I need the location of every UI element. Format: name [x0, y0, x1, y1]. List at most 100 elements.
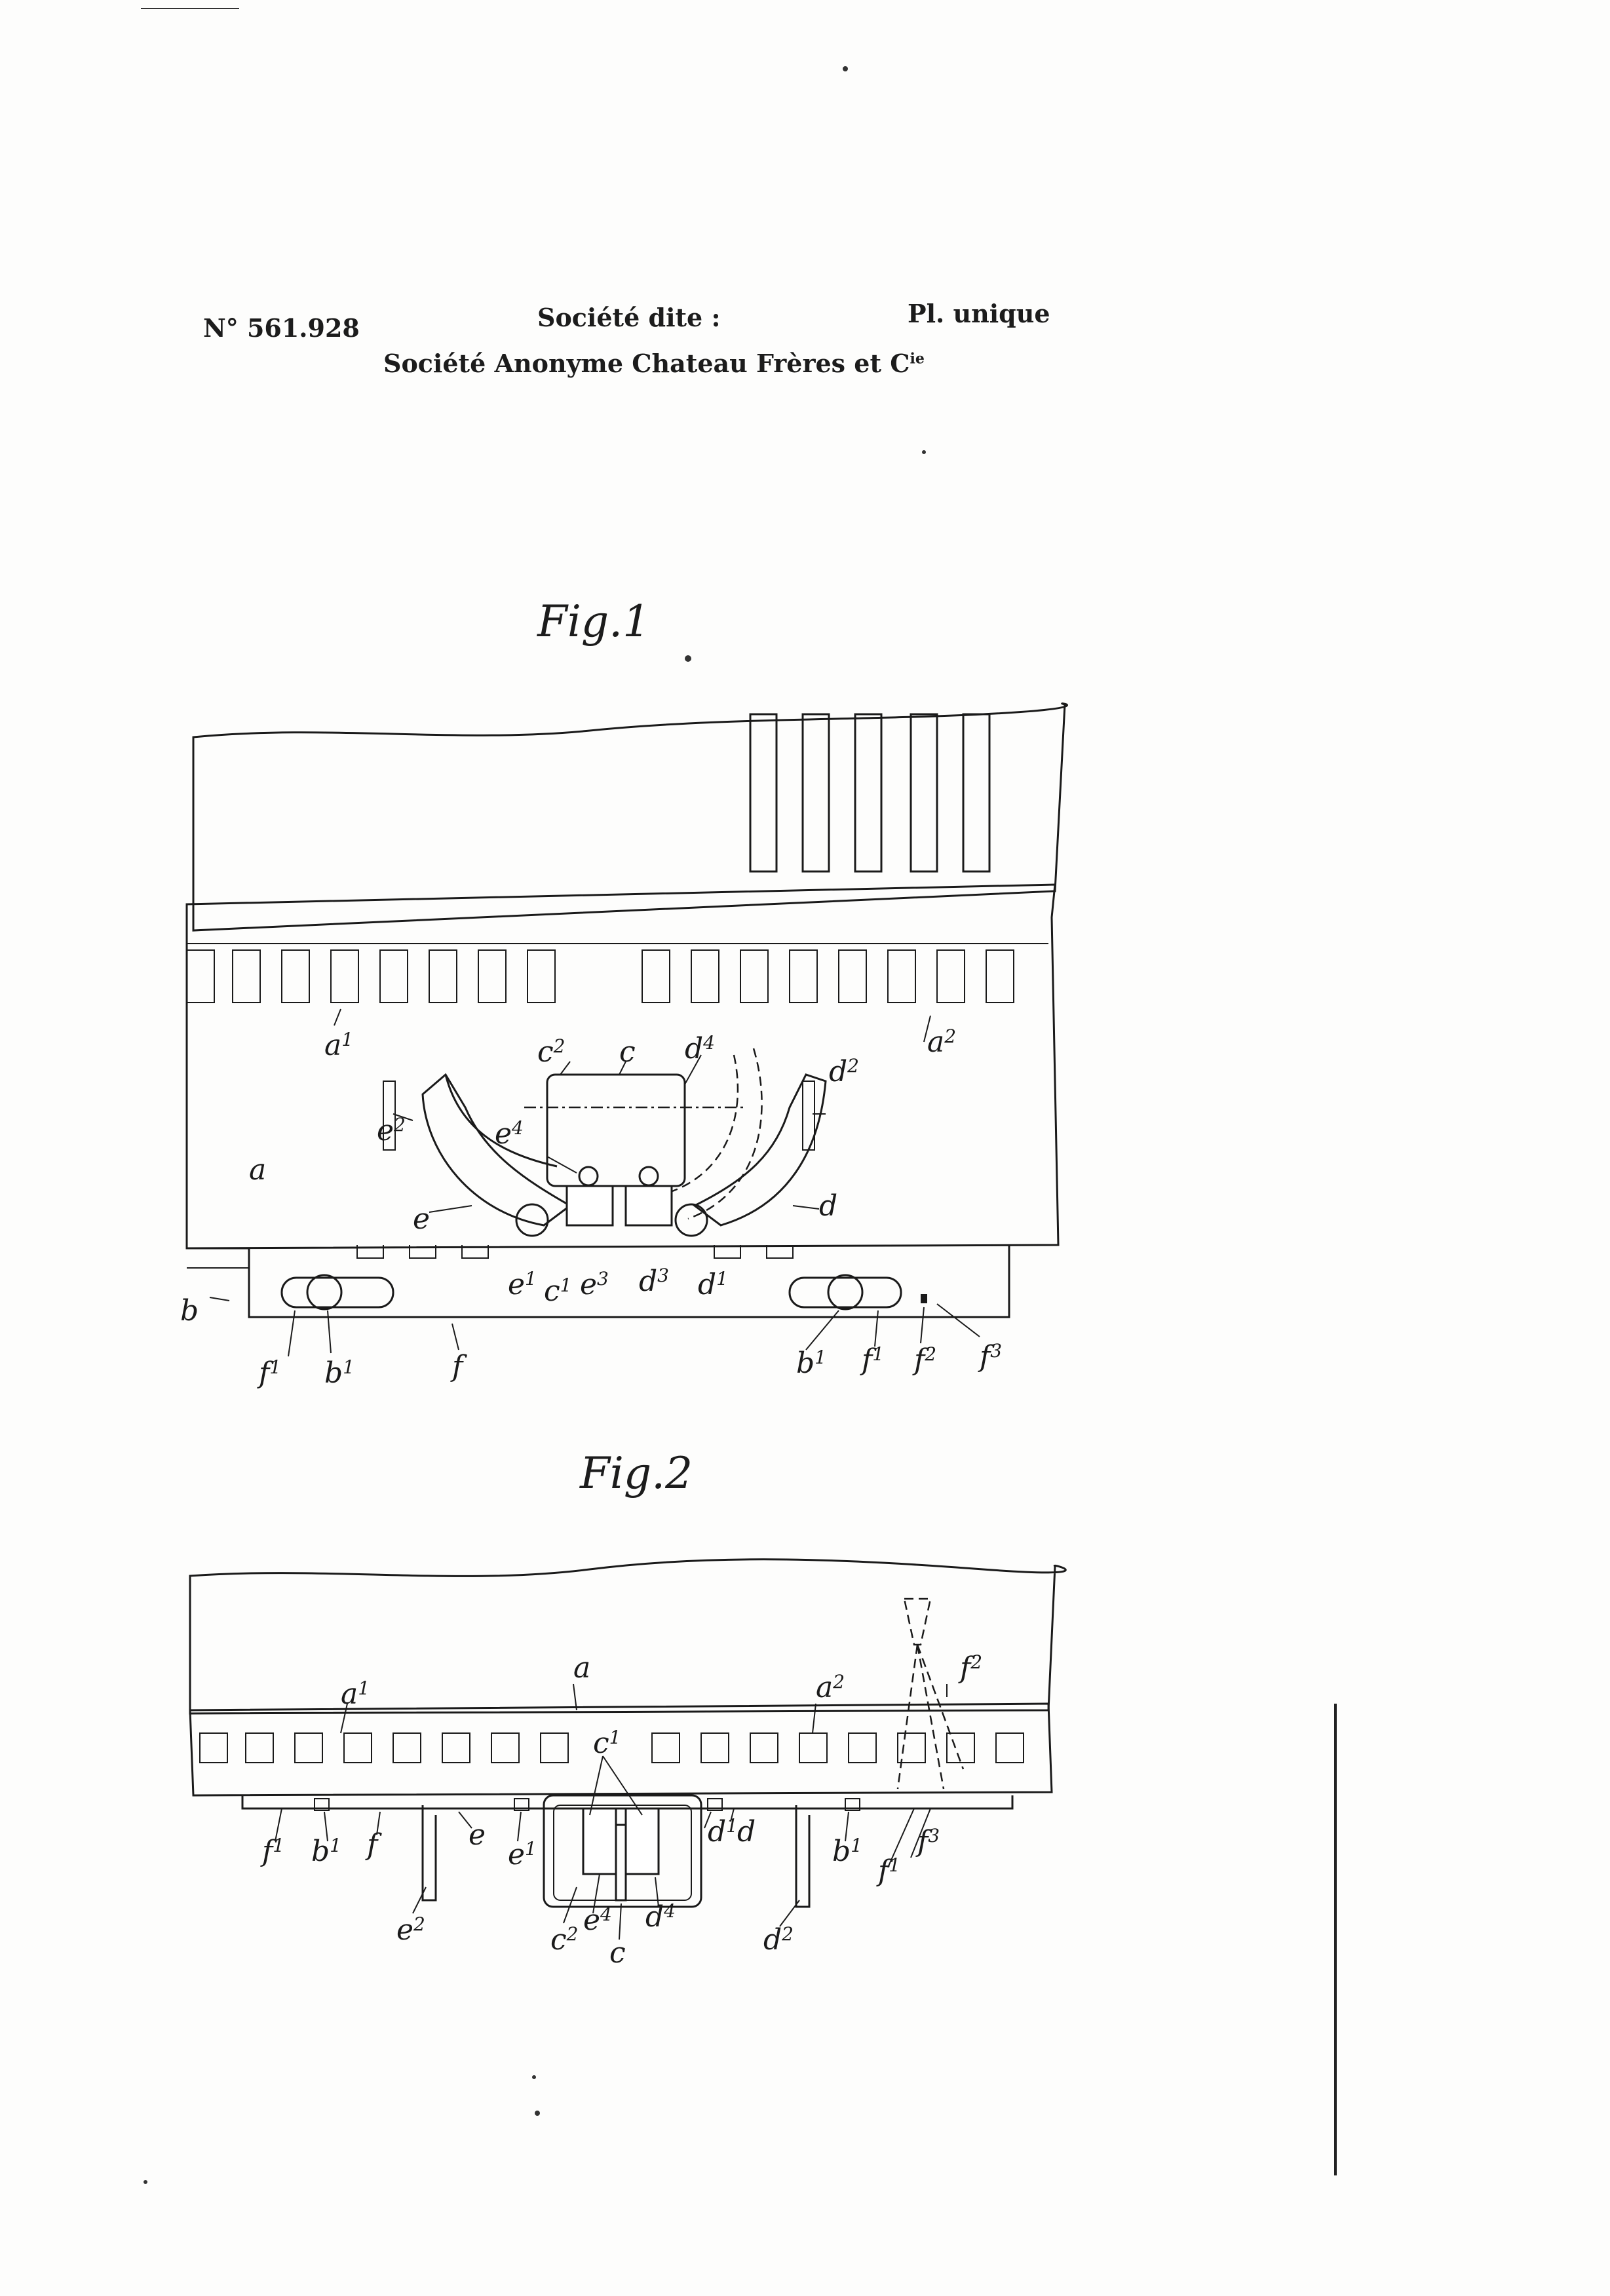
svg-text:e2: e2: [396, 1913, 425, 1947]
svg-text:f1: f1: [860, 1343, 884, 1377]
svg-text:d1: d1: [698, 1268, 728, 1301]
fig2-label-a2: a: [816, 1671, 833, 1704]
svg-text:f1: f1: [876, 1854, 900, 1888]
fig1-cam-d-dashed: [687, 1048, 763, 1220]
fig1-upper-body: [192, 702, 1068, 932]
svg-text:c2: c2: [537, 1035, 565, 1069]
fig2-carrier-c2: [543, 1794, 702, 1908]
fig1-label-c: c: [619, 1035, 636, 1069]
fig1-guide-e2: [383, 1081, 396, 1151]
svg-text:b1: b1: [324, 1356, 355, 1390]
fig2-bar-f: [241, 1795, 1014, 1810]
svg-text:e1: e1: [508, 1838, 537, 1871]
fig1-label-e: e: [413, 1202, 430, 1236]
fig1-guide-d2: [802, 1081, 815, 1151]
fig1-screw-right: [674, 1203, 708, 1237]
svg-text:d4: d4: [685, 1032, 715, 1065]
plate-label: Pl. unique: [908, 299, 1050, 328]
patent-number: N° 561.928: [203, 313, 360, 343]
svg-text:a1: a1: [324, 1029, 353, 1062]
fig1-label-d2: d: [829, 1055, 847, 1088]
fig1-label-a1: a: [324, 1029, 341, 1062]
fig2-label-e: e: [469, 1818, 486, 1852]
svg-text:f2: f2: [958, 1651, 982, 1685]
fig1-comb-row: [186, 943, 1048, 1003]
fig2-bracket-e2: [421, 1805, 437, 1902]
fig2-label-b1-right: b: [832, 1835, 851, 1868]
fig1-label-d1: d: [698, 1268, 716, 1301]
company-name: Société Anonyme Chateau Frères et Cie: [383, 349, 925, 378]
fig1-label-c2: c: [537, 1035, 554, 1069]
svg-text:e4: e4: [495, 1117, 524, 1151]
fig1-label-c1: c: [544, 1274, 560, 1308]
fig1-slot-screw-right: [827, 1274, 864, 1311]
fig2-bracket-d2: [795, 1805, 811, 1908]
margin-rule: [1334, 1704, 1337, 2175]
fig1-carrier-c2: [546, 1073, 686, 1187]
fig1-label-e4: e: [495, 1117, 512, 1151]
svg-text:b1: b1: [311, 1835, 341, 1868]
fig2-label-d4: d: [645, 1900, 664, 1934]
fig1-label-e3: e: [580, 1268, 597, 1301]
fig2-upper-body: [189, 1558, 1067, 1715]
fig2-label-f: f: [365, 1828, 382, 1862]
fig2-label-d: d: [737, 1815, 756, 1848]
fig1-cam-d: [693, 1073, 827, 1227]
fig1-main-plate: [185, 883, 1060, 1250]
fig1-leader-lines: [209, 1008, 980, 1357]
svg-text:d2: d2: [829, 1055, 859, 1088]
svg-text:e2: e2: [377, 1114, 406, 1147]
svg-text:c1: c1: [544, 1274, 571, 1308]
fig1-label-f: f: [450, 1350, 467, 1383]
svg-text:e3: e3: [580, 1268, 609, 1301]
svg-text:d2: d2: [763, 1923, 794, 1957]
svg-text:f2: f2: [912, 1343, 936, 1377]
fig2-label-e4: e: [583, 1904, 600, 1937]
fig1-label-d4: d: [685, 1032, 703, 1065]
fig2-drawing: a1 a a2 f2 c1 f1 b1 f e e1 d1 d b1 f3 f1…: [189, 1558, 1067, 1970]
fig2-leader-lines: [275, 1683, 948, 1940]
fig1-label-d3: d: [639, 1265, 657, 1298]
svg-text:a2: a2: [927, 1025, 956, 1059]
fig1-label-e2: e: [377, 1114, 394, 1147]
fig2-shaft-c: [615, 1824, 627, 1902]
fig2-label-b1-left: b: [311, 1835, 330, 1868]
svg-text:f1: f1: [257, 1356, 281, 1390]
svg-text:b1: b1: [832, 1835, 862, 1868]
fig1-label-e1: e: [508, 1268, 525, 1301]
fig2-title: Fig.2: [580, 1448, 693, 1499]
fig1-stop-f2: [921, 1294, 927, 1303]
fig1-slot-left: [280, 1276, 394, 1309]
fig1-bar-teeth: [356, 1245, 794, 1259]
svg-text:e1: e1: [508, 1268, 537, 1301]
svg-text:f1: f1: [260, 1835, 284, 1868]
svg-text:a2: a2: [816, 1671, 845, 1704]
svg-text:d4: d4: [645, 1900, 676, 1934]
company-name-text: Société Anonyme Chateau Frères et C: [383, 349, 910, 378]
svg-text:d1: d1: [708, 1815, 738, 1848]
fig2-label-c1: c: [593, 1727, 609, 1760]
fig1-clamp-c1: [565, 1185, 614, 1227]
fig1-clamp-d3: [624, 1185, 673, 1227]
svg-text:f3: f3: [915, 1825, 940, 1858]
fig2-label-d1: d: [708, 1815, 726, 1848]
scan-specks: [144, 66, 926, 2184]
fig1-label-d: d: [819, 1189, 837, 1223]
svg-text:e4: e4: [583, 1904, 612, 1937]
svg-text:d3: d3: [639, 1265, 669, 1298]
fig1-label-a: a: [249, 1153, 266, 1187]
fig2-label-c: c: [609, 1936, 626, 1970]
fig2-label-a: a: [573, 1651, 590, 1685]
fig2-main-plate: [189, 1702, 1053, 1797]
fig1-label-b1-right: b: [796, 1347, 815, 1380]
fig2-label-e2: e: [396, 1913, 413, 1947]
company-name-sup: ie: [910, 350, 925, 368]
svg-text:f3: f3: [978, 1340, 1002, 1373]
fig1-label-b: b: [180, 1294, 199, 1328]
svg-text:c2: c2: [550, 1923, 578, 1957]
fig1-slot-screw-left: [306, 1274, 343, 1311]
fig2-label-e1: e: [508, 1838, 525, 1871]
fig1-label-a2: a: [927, 1025, 944, 1059]
